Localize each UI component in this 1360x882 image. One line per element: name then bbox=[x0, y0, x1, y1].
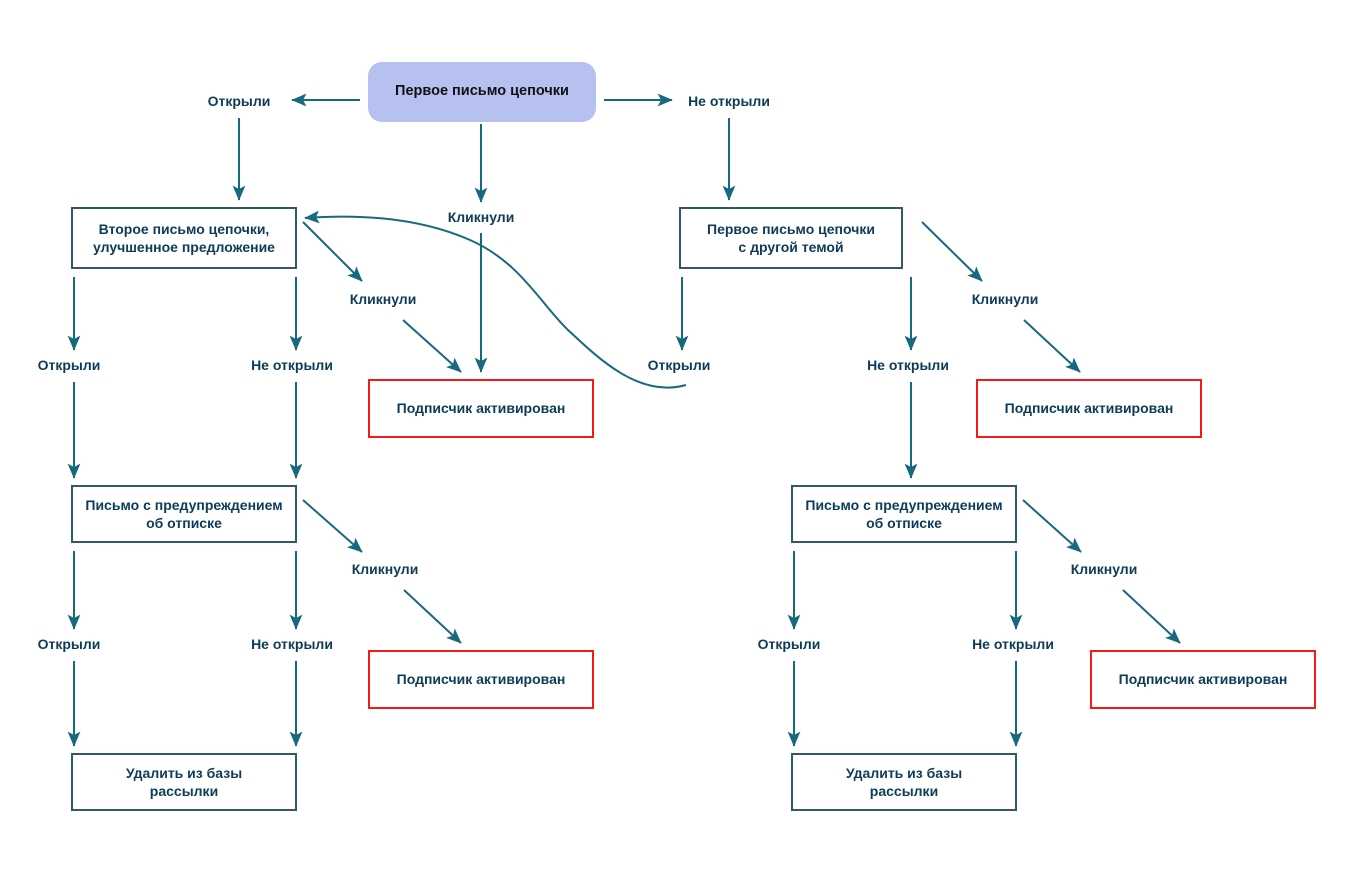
edge-click2-to-activated3 bbox=[403, 589, 462, 644]
node-subscriber-activated-1[interactable]: Подписчик активирован bbox=[368, 379, 594, 438]
edge-label-opened-right-2: Открыли bbox=[757, 636, 821, 652]
edge-label-clicked-left: Кликнули bbox=[349, 291, 417, 307]
node-second-mail[interactable]: Второе письмо цепочки, улучшенное предло… bbox=[71, 207, 297, 269]
edge-firstalt-to-click bbox=[921, 221, 983, 282]
edge-click-to-activated1 bbox=[402, 319, 462, 373]
node-start-label: Первое письмо цепочки bbox=[395, 83, 569, 100]
node-delete-from-list-right[interactable]: Удалить из базы рассылки bbox=[791, 753, 1017, 811]
edge-label-opened-left-1: Открыли bbox=[37, 357, 101, 373]
edge-label-clicked-right-2: Кликнули bbox=[1070, 561, 1138, 577]
edge-warnright-to-click bbox=[1022, 499, 1082, 553]
node-delete-from-list-left-label: Удалить из базы рассылки bbox=[125, 764, 243, 799]
node-unsubscribe-warning-left-label: Письмо с предупреждением об отписке bbox=[85, 496, 283, 531]
edge-label-not-opened-right-1: Не открыли bbox=[867, 357, 949, 373]
node-unsubscribe-warning-right-label: Письмо с предупреждением об отписке bbox=[805, 496, 1003, 531]
edge-label-opened-right-1: Открыли bbox=[647, 357, 711, 373]
edge-label-not-opened-right-2: Не открыли bbox=[972, 636, 1054, 652]
edge-click2r-to-activated4 bbox=[1122, 589, 1181, 644]
edge-label-not-opened-top: Не открыли bbox=[688, 93, 770, 109]
node-second-mail-label: Второе письмо цепочки, улучшенное предло… bbox=[93, 220, 275, 255]
node-subscriber-activated-4[interactable]: Подписчик активирован bbox=[1090, 650, 1316, 709]
node-subscriber-activated-2[interactable]: Подписчик активирован bbox=[976, 379, 1202, 438]
node-subscriber-activated-1-label: Подписчик активирован bbox=[396, 400, 566, 417]
node-unsubscribe-warning-right[interactable]: Письмо с предупреждением об отписке bbox=[791, 485, 1017, 543]
node-subscriber-activated-2-label: Подписчик активирован bbox=[1004, 400, 1174, 417]
node-first-mail-alt-subject-label: Первое письмо цепочки с другой темой bbox=[707, 220, 875, 255]
node-subscriber-activated-3[interactable]: Подписчик активирован bbox=[368, 650, 594, 709]
edge-label-clicked-left-2: Кликнули bbox=[351, 561, 419, 577]
edge-label-opened-top: Открыли bbox=[207, 93, 271, 109]
edge-warnleft-to-click bbox=[302, 499, 363, 553]
node-delete-from-list-left[interactable]: Удалить из базы рассылки bbox=[71, 753, 297, 811]
edge-label-clicked-center: Кликнули bbox=[447, 209, 515, 225]
node-start[interactable]: Первое письмо цепочки bbox=[368, 62, 596, 122]
edge-label-not-opened-left-1: Не открыли bbox=[251, 357, 333, 373]
node-delete-from-list-right-label: Удалить из базы рассылки bbox=[845, 764, 963, 799]
edge-second-to-click bbox=[302, 221, 363, 282]
node-first-mail-alt-subject[interactable]: Первое письмо цепочки с другой темой bbox=[679, 207, 903, 269]
node-subscriber-activated-3-label: Подписчик активирован bbox=[396, 671, 566, 688]
edge-click-to-activated2 bbox=[1023, 319, 1081, 373]
edge-label-opened-left-2: Открыли bbox=[37, 636, 101, 652]
edge-label-clicked-right: Кликнули bbox=[971, 291, 1039, 307]
node-unsubscribe-warning-left[interactable]: Письмо с предупреждением об отписке bbox=[71, 485, 297, 543]
node-subscriber-activated-4-label: Подписчик активирован bbox=[1118, 671, 1288, 688]
edge-label-not-opened-left-2: Не открыли bbox=[251, 636, 333, 652]
